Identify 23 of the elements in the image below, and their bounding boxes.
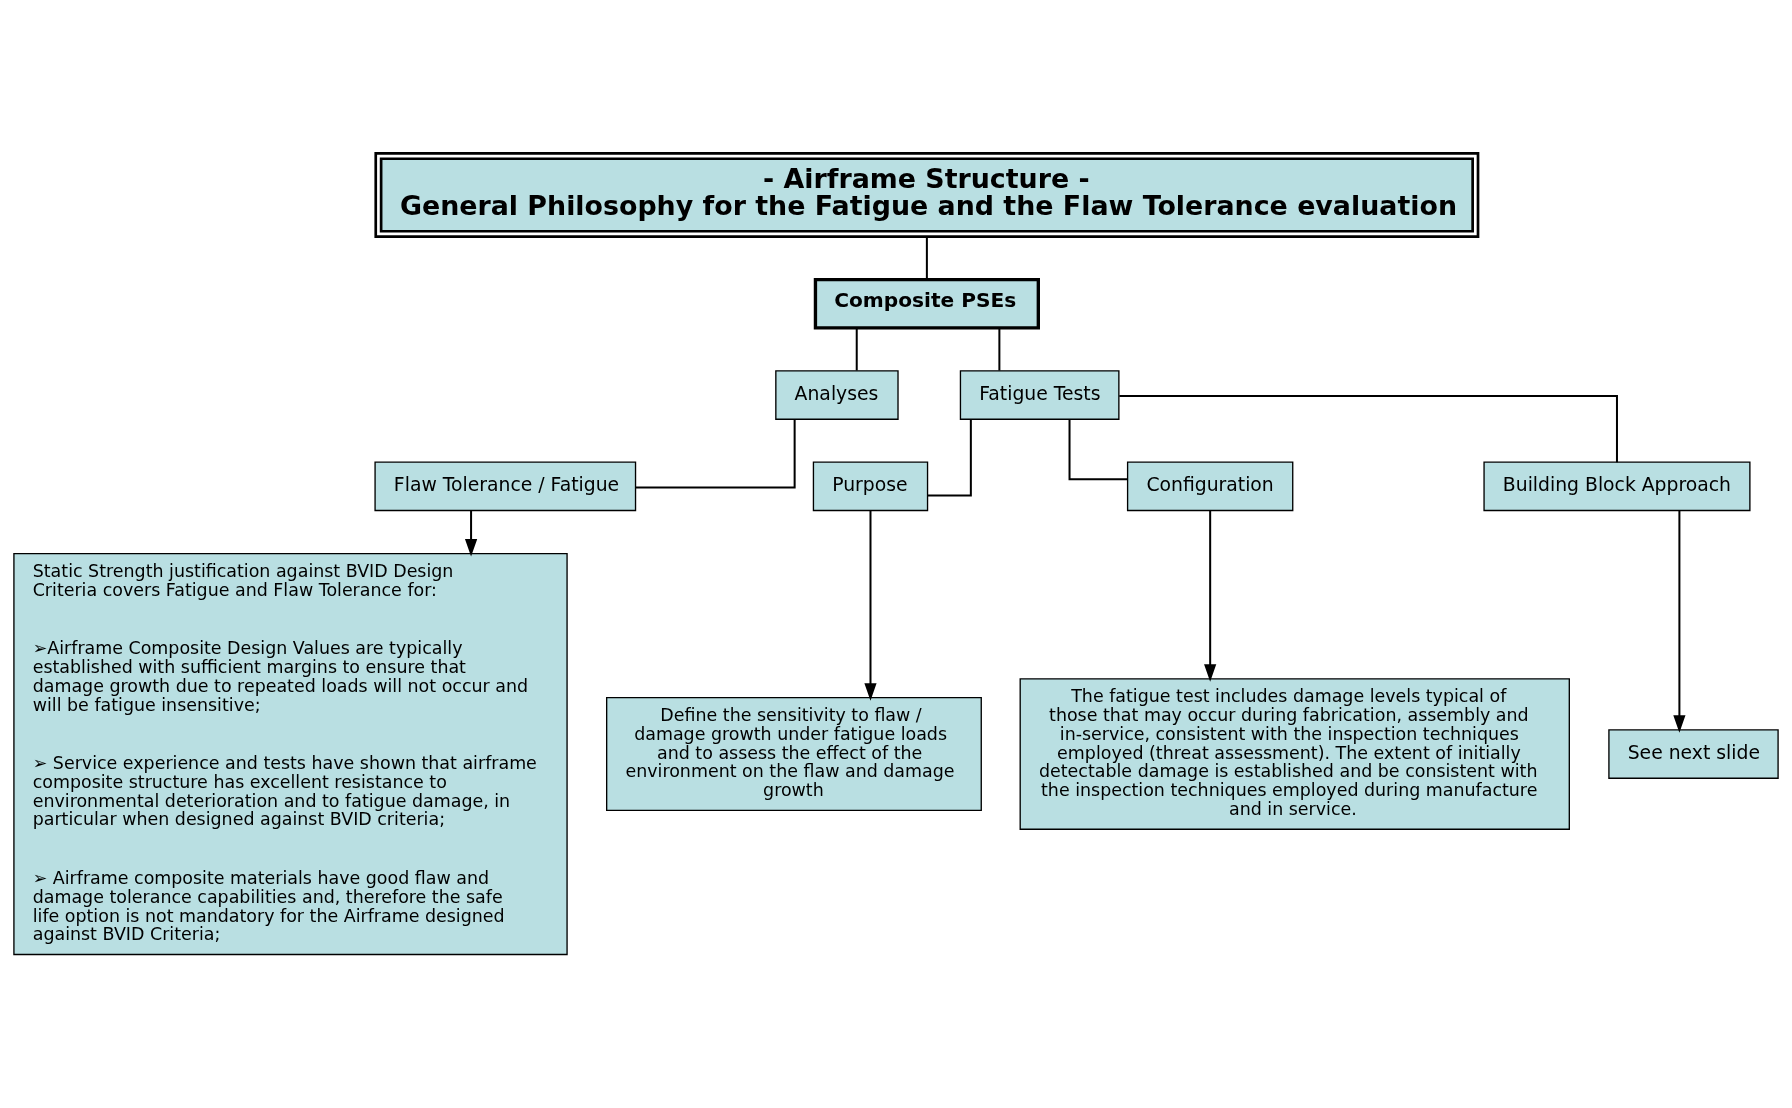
connector xyxy=(998,328,1001,371)
node-box: Flaw Tolerance / Fatigue xyxy=(374,461,637,512)
node-box: Static Strength justification against BVID Design Criteria covers Fatigue and Flaw Tolerance for: ➢Airframe Composite Design Values are typically established with sufficient margins to ensure that damage growth due to repeated loads will not occur and will be fatigue insensitive; ➢ Service experience and tests have shown that airframe composite structure has excellent resistance to environmental deterioration and to fatigue damage, in particular when designed against BVID criteria; ➢ Airframe composite materials have good flaw and damage tolerance capabilities and, therefore the safe life option is not mandatory for the Airframe designed against BVID Criteria; xyxy=(13,552,568,956)
arrow xyxy=(1204,510,1217,682)
connector xyxy=(635,419,796,489)
node-box: The fatigue test includes damage levels typical of those that may occur during fabrication, assembly and in-service, consistent with the inspection techniques employed (threat assessment). The extent of initially detectable damage is established and be consistent with the inspection techniques employed during manufacture and in service. xyxy=(1019,678,1570,830)
connector xyxy=(925,236,928,280)
node-box: Configuration xyxy=(1126,461,1294,512)
node-box: Analyses xyxy=(775,370,899,420)
node-box: Building Block Approach xyxy=(1483,461,1751,512)
connector xyxy=(1119,395,1618,463)
node-box: Fatigue Tests xyxy=(959,370,1120,420)
node-box: - Airframe Structure - General Philosophy for the Fatigue and the Flaw Tolerance evaluation xyxy=(374,152,1480,238)
arrow xyxy=(864,510,877,701)
node-box: Composite PSEs xyxy=(813,277,1040,330)
node-box: See next slide xyxy=(1608,729,1779,779)
arrow xyxy=(1673,510,1686,733)
node-box: Define the sensitivity to flaw / damage growth under fatigue loads and to assess the effect of the environment on the flaw and damage growth xyxy=(606,697,982,812)
connector xyxy=(855,328,858,371)
arrow xyxy=(464,510,478,557)
connector xyxy=(1068,419,1128,481)
node-box: Purpose xyxy=(812,461,929,512)
connector xyxy=(927,419,972,497)
